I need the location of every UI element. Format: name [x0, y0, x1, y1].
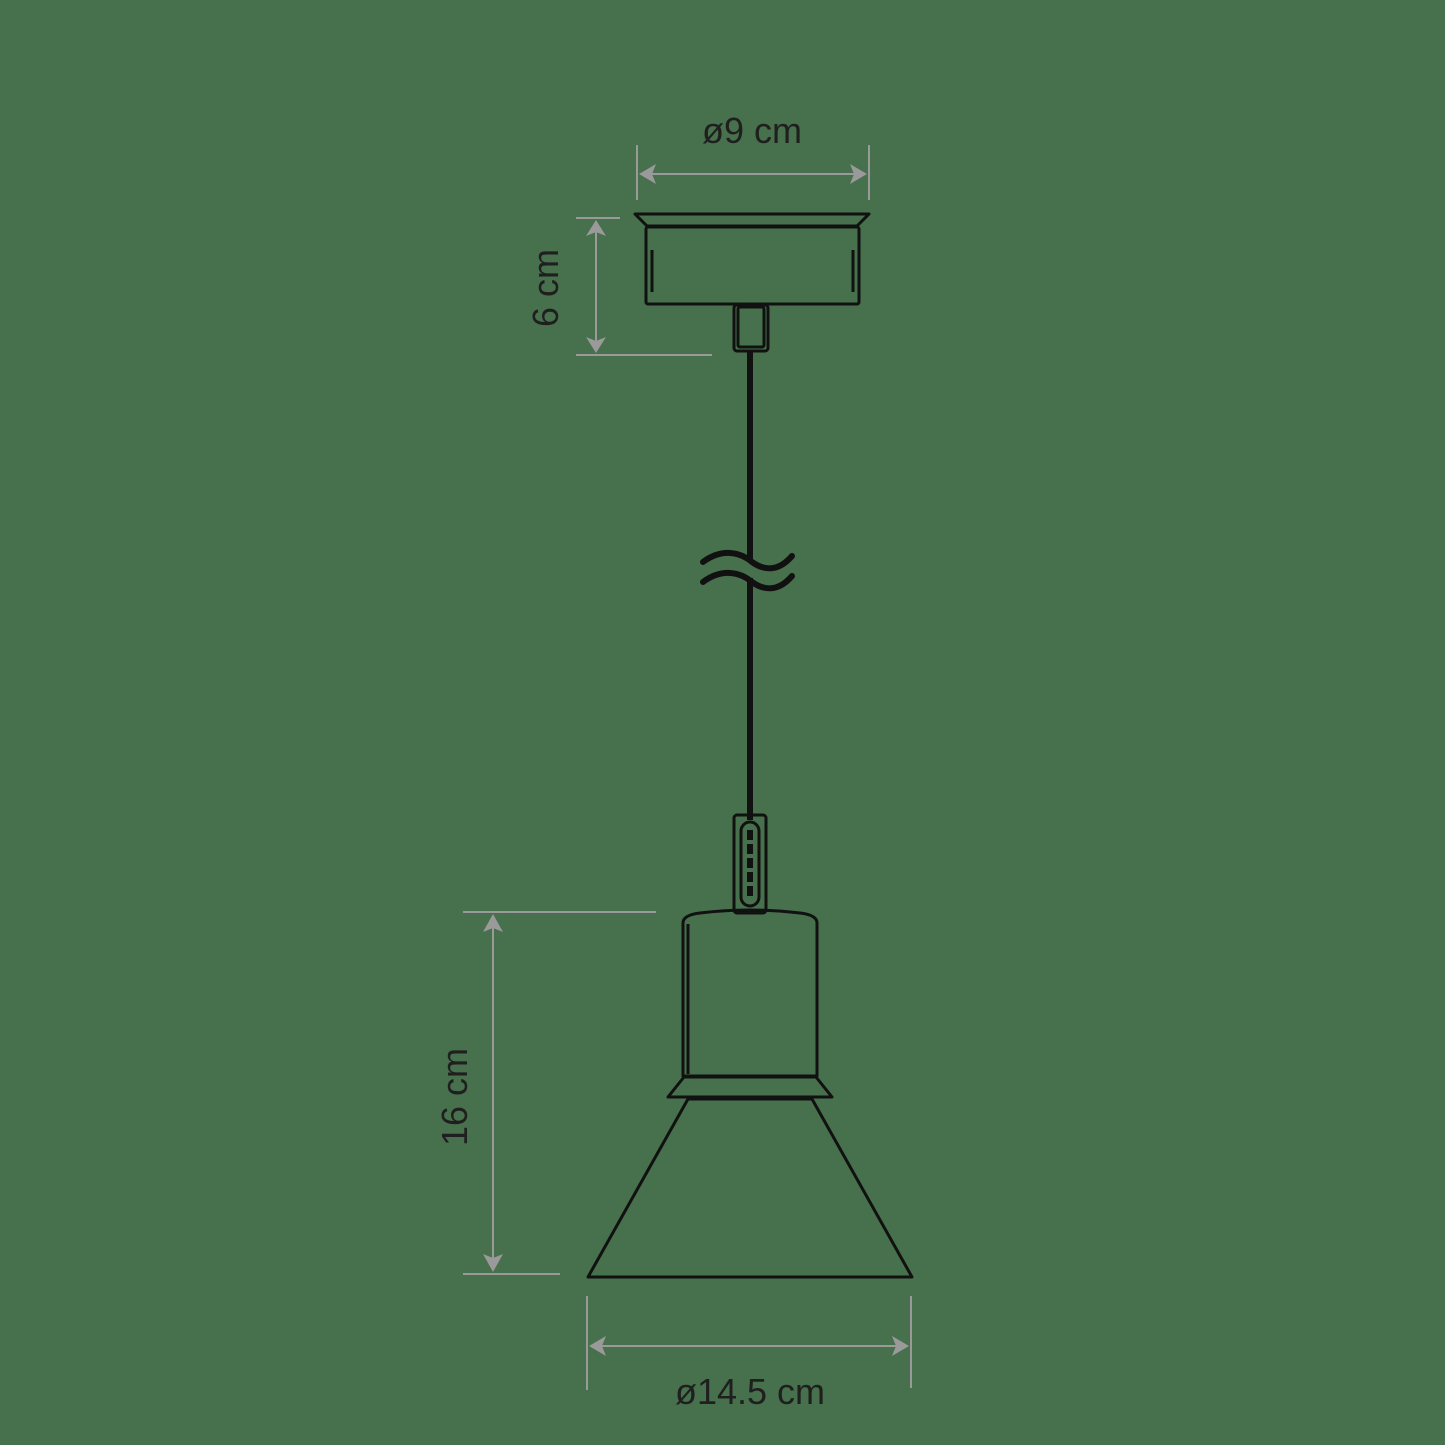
shade-height-label: 16 cm: [434, 1048, 475, 1146]
cord-grip: [732, 303, 770, 353]
conical-shade: [586, 1097, 914, 1279]
ceiling-canopy: [633, 212, 871, 306]
arrow-left-icon: [589, 1336, 606, 1356]
shade-collar: [666, 1075, 834, 1099]
canopy-diameter-dimension: ø9 cm: [636, 110, 870, 200]
arrow-right-icon: [892, 1336, 909, 1356]
arrow-up-icon: [483, 914, 503, 932]
arrow-left-icon: [639, 164, 656, 184]
arrow-down-icon: [586, 337, 606, 353]
canopy-height-label: 6 cm: [525, 249, 566, 327]
canopy-diameter-label: ø9 cm: [702, 110, 802, 151]
shade-height-dimension: 16 cm: [434, 911, 656, 1275]
cord-adjuster: [732, 813, 768, 915]
arrow-down-icon: [483, 1254, 503, 1272]
lamp-holder: [681, 908, 819, 1078]
canopy-height-dimension: 6 cm: [525, 217, 712, 356]
arrow-right-icon: [850, 164, 867, 184]
arrow-up-icon: [586, 220, 606, 236]
shade-diameter-dimension: ø14.5 cm: [586, 1296, 912, 1412]
cord-break-symbol: [700, 550, 795, 592]
shade-diameter-label: ø14.5 cm: [675, 1371, 825, 1412]
